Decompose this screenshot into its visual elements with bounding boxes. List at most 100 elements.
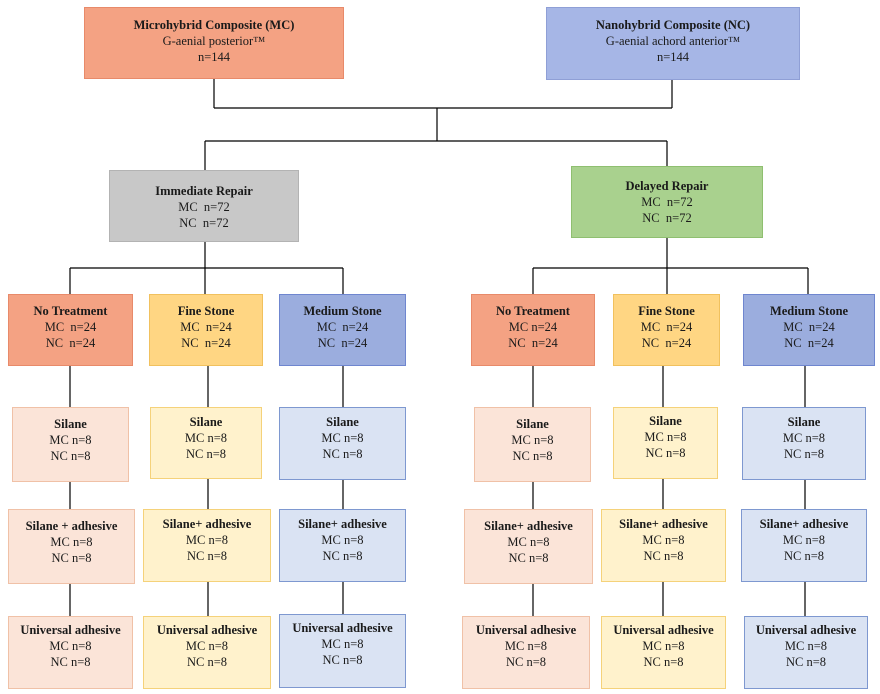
- protocol-mc: MC n=8: [321, 431, 364, 445]
- protocol-nc: NC n=8: [643, 655, 684, 669]
- protocol-title: Universal adhesive: [20, 623, 121, 637]
- protocol-nc: NC n=8: [508, 551, 549, 565]
- protocol-nc: NC n=8: [322, 549, 363, 563]
- protocol-box: Silane MC n=8 NC n=8: [150, 407, 262, 479]
- protocol-mc: MC n=8: [511, 433, 554, 447]
- protocol-box: Universal adhesive MC n=8 NC n=8: [462, 616, 590, 689]
- microhybrid-composite-box: Microhybrid Composite (MC) G-aenial post…: [84, 7, 344, 79]
- protocol-nc: NC n=8: [186, 655, 228, 669]
- treatment-nc: NC n=24: [641, 336, 692, 350]
- protocol-title: Silane: [516, 417, 549, 431]
- protocol-title: Universal adhesive: [613, 623, 714, 637]
- immediate-fine-stone-box: Fine Stone MC n=24 NC n=24: [149, 294, 263, 366]
- protocol-nc: NC n=8: [505, 655, 547, 669]
- protocol-title: Silane: [787, 415, 821, 429]
- protocol-title: Universal adhesive: [475, 623, 577, 637]
- protocol-nc: NC n=8: [50, 655, 91, 669]
- immediate-repair-title: Immediate Repair: [155, 184, 253, 198]
- treatment-mc: MC n=24: [316, 320, 369, 334]
- protocol-nc: NC n=8: [783, 549, 825, 563]
- protocol-box: Universal adhesive MC n=8 NC n=8: [279, 614, 406, 688]
- treatment-mc: MC n=24: [180, 320, 232, 334]
- nanohybrid-composite-box: Nanohybrid Composite (NC) G-aenial achor…: [546, 7, 800, 80]
- nc-product: G-aenial achord anterior™: [605, 34, 741, 48]
- treatment-mc: MC n=24: [640, 320, 693, 334]
- protocol-box: Silane+ adhesive MC n=8 NC n=8: [279, 509, 406, 582]
- delayed-repair-title: Delayed Repair: [625, 179, 709, 193]
- protocol-mc: MC n=8: [49, 433, 92, 447]
- protocol-nc: NC n=8: [186, 549, 228, 563]
- protocol-mc: MC n=8: [321, 533, 364, 547]
- protocol-box: Silane + adhesive MC n=8 NC n=8: [8, 509, 135, 584]
- treatment-title: Fine Stone: [177, 304, 235, 318]
- immediate-repair-mc: MC n=72: [178, 200, 230, 214]
- protocol-title: Silane: [649, 414, 682, 428]
- protocol-box: Silane MC n=8 NC n=8: [12, 407, 129, 482]
- protocol-nc: NC n=8: [50, 449, 91, 463]
- treatment-title: No Treatment: [496, 304, 570, 318]
- protocol-box: Universal adhesive MC n=8 NC n=8: [744, 616, 868, 689]
- protocol-nc: NC n=8: [643, 549, 684, 563]
- mc-title: Microhybrid Composite (MC): [133, 18, 295, 32]
- delayed-repair-box: Delayed Repair MC n=72 NC n=72: [571, 166, 763, 238]
- treatment-mc: MC n=24: [44, 320, 97, 334]
- protocol-nc: NC n=8: [322, 653, 363, 667]
- protocol-nc: NC n=8: [645, 446, 686, 460]
- protocol-title: Universal adhesive: [292, 621, 393, 635]
- protocol-mc: MC n=8: [50, 535, 93, 549]
- protocol-box: Silane MC n=8 NC n=8: [742, 407, 866, 480]
- treatment-title: Medium Stone: [769, 304, 849, 318]
- protocol-title: Silane+ adhesive: [484, 519, 573, 533]
- treatment-nc: NC n=24: [784, 336, 834, 350]
- protocol-box: Silane MC n=8 NC n=8: [279, 407, 406, 480]
- protocol-box: Universal adhesive MC n=8 NC n=8: [8, 616, 133, 689]
- immediate-repair-nc: NC n=72: [179, 216, 229, 230]
- protocol-mc: MC n=8: [184, 431, 228, 445]
- protocol-title: Universal adhesive: [156, 623, 258, 637]
- protocol-nc: NC n=8: [51, 551, 92, 565]
- nc-count: n=144: [656, 50, 690, 64]
- protocol-mc: MC n=8: [185, 533, 229, 547]
- protocol-box: Silane+ adhesive MC n=8 NC n=8: [143, 509, 271, 582]
- protocol-title: Silane + adhesive: [25, 519, 118, 533]
- protocol-nc: NC n=8: [783, 447, 825, 461]
- treatment-title: Fine Stone: [638, 304, 695, 318]
- protocol-mc: MC n=8: [784, 639, 828, 653]
- protocol-box: Universal adhesive MC n=8 NC n=8: [601, 616, 726, 689]
- protocol-title: Universal adhesive: [755, 623, 857, 637]
- protocol-box: Universal adhesive MC n=8 NC n=8: [143, 616, 271, 689]
- protocol-mc: MC n=8: [782, 533, 826, 547]
- protocol-mc: MC n=8: [644, 430, 687, 444]
- protocol-mc: MC n=8: [49, 639, 92, 653]
- delayed-repair-mc: MC n=72: [641, 195, 693, 209]
- protocol-box: Silane+ adhesive MC n=8 NC n=8: [464, 509, 593, 584]
- treatment-mc: MC n=24: [783, 320, 835, 334]
- delayed-repair-nc: NC n=72: [642, 211, 692, 225]
- treatment-nc: NC n=24: [45, 336, 96, 350]
- protocol-mc: MC n=8: [642, 533, 685, 547]
- protocol-box: Silane+ adhesive MC n=8 NC n=8: [601, 509, 726, 582]
- protocol-nc: NC n=8: [512, 449, 553, 463]
- protocol-mc: MC n=8: [507, 535, 550, 549]
- protocol-title: Silane+ adhesive: [298, 517, 387, 531]
- mc-count: n=144: [197, 50, 231, 64]
- treatment-nc: NC n=24: [317, 336, 368, 350]
- protocol-nc: NC n=8: [785, 655, 827, 669]
- protocol-nc: NC n=8: [185, 447, 227, 461]
- nc-title: Nanohybrid Composite (NC): [595, 18, 751, 32]
- protocol-nc: NC n=8: [322, 447, 363, 461]
- protocol-title: Silane+ adhesive: [759, 517, 849, 531]
- treatment-nc: NC n=24: [181, 336, 231, 350]
- protocol-box: Silane+ adhesive MC n=8 NC n=8: [741, 509, 867, 582]
- immediate-medium-stone-box: Medium Stone MC n=24 NC n=24: [279, 294, 406, 366]
- protocol-mc: MC n=8: [185, 639, 229, 653]
- protocol-mc: MC n=8: [782, 431, 826, 445]
- protocol-box: Silane MC n=8 NC n=8: [474, 407, 591, 482]
- protocol-title: Silane+ adhesive: [162, 517, 252, 531]
- protocol-mc: MC n=8: [321, 637, 364, 651]
- delayed-fine-stone-box: Fine Stone MC n=24 NC n=24: [613, 294, 720, 366]
- treatment-title: No Treatment: [33, 304, 108, 318]
- immediate-repair-box: Immediate Repair MC n=72 NC n=72: [109, 170, 299, 242]
- protocol-title: Silane: [54, 417, 87, 431]
- protocol-title: Silane: [326, 415, 359, 429]
